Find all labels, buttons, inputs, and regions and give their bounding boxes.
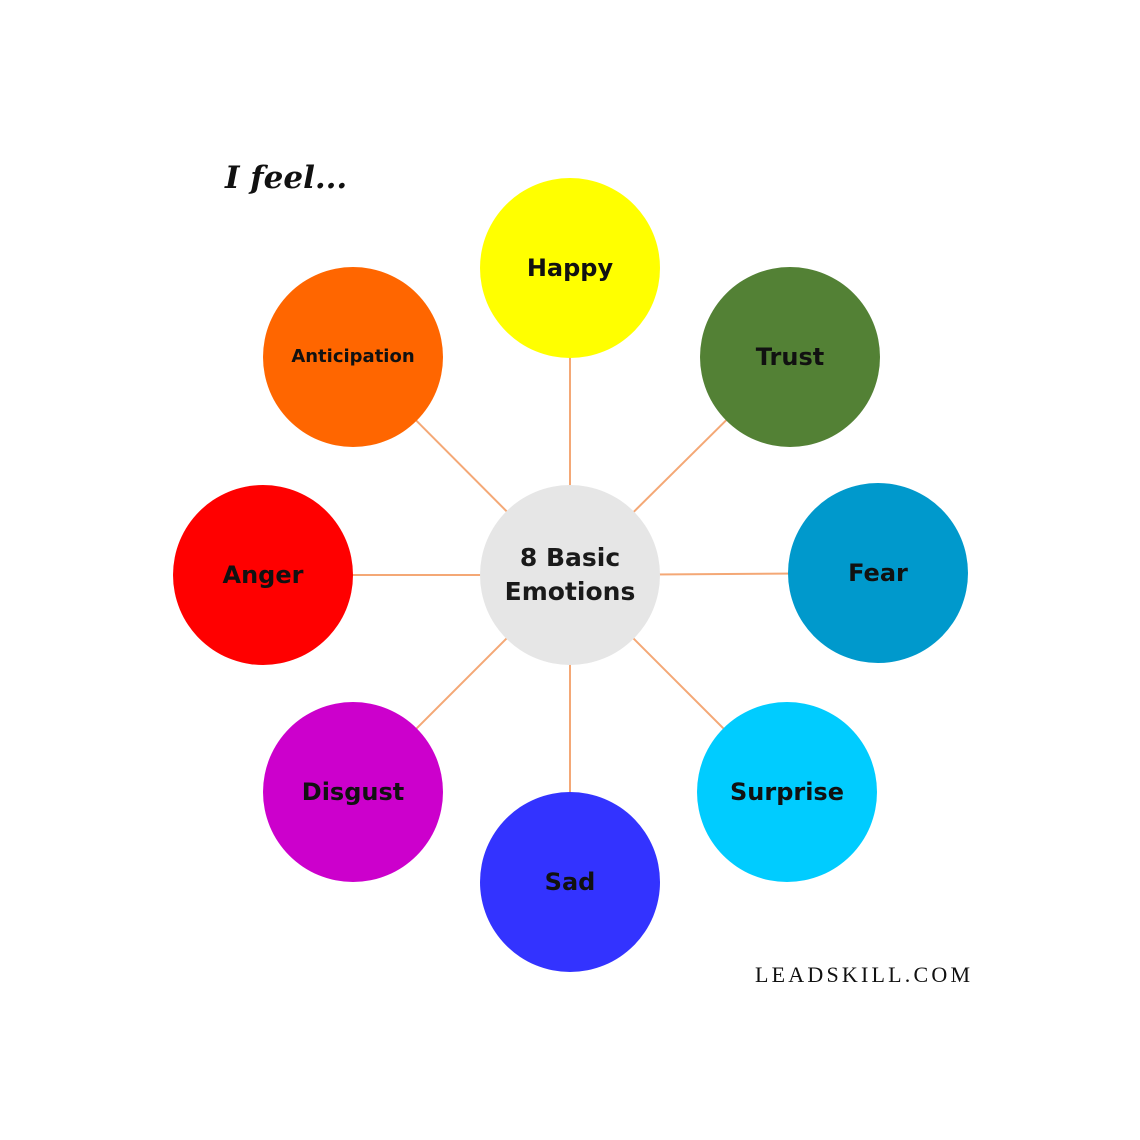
brand-watermark: LEADSKILL.COM bbox=[755, 962, 974, 987]
emotion-anger: Anger bbox=[173, 485, 353, 665]
center-hub-line1: 8 Basic bbox=[519, 543, 621, 573]
emotion-anticipation: Anticipation bbox=[263, 267, 443, 447]
emotion-happy: Happy bbox=[480, 178, 660, 358]
emotion-trust-label: Trust bbox=[755, 342, 825, 371]
i-feel-heading: I feel... bbox=[225, 160, 348, 196]
emotion-trust: Trust bbox=[700, 267, 880, 447]
emotion-sad: Sad bbox=[480, 792, 660, 972]
emotion-surprise-label: Surprise bbox=[729, 777, 844, 806]
center-hub-line2: Emotions bbox=[504, 577, 636, 606]
emotion-sad-label: Sad bbox=[544, 867, 596, 896]
emotion-fear: Fear bbox=[788, 483, 968, 663]
center-hub-label: 8 Basic Emotions bbox=[491, 541, 650, 609]
center-hub: 8 Basic Emotions bbox=[480, 485, 660, 665]
emotion-disgust-label: Disgust bbox=[301, 777, 405, 806]
emotion-fear-label: Fear bbox=[848, 558, 908, 587]
emotion-anticipation-label: Anticipation bbox=[291, 345, 415, 367]
emotion-happy-label: Happy bbox=[526, 253, 614, 282]
emotion-surprise: Surprise bbox=[697, 702, 877, 882]
emotion-anger-label: Anger bbox=[222, 560, 304, 589]
emotion-disgust: Disgust bbox=[263, 702, 443, 882]
